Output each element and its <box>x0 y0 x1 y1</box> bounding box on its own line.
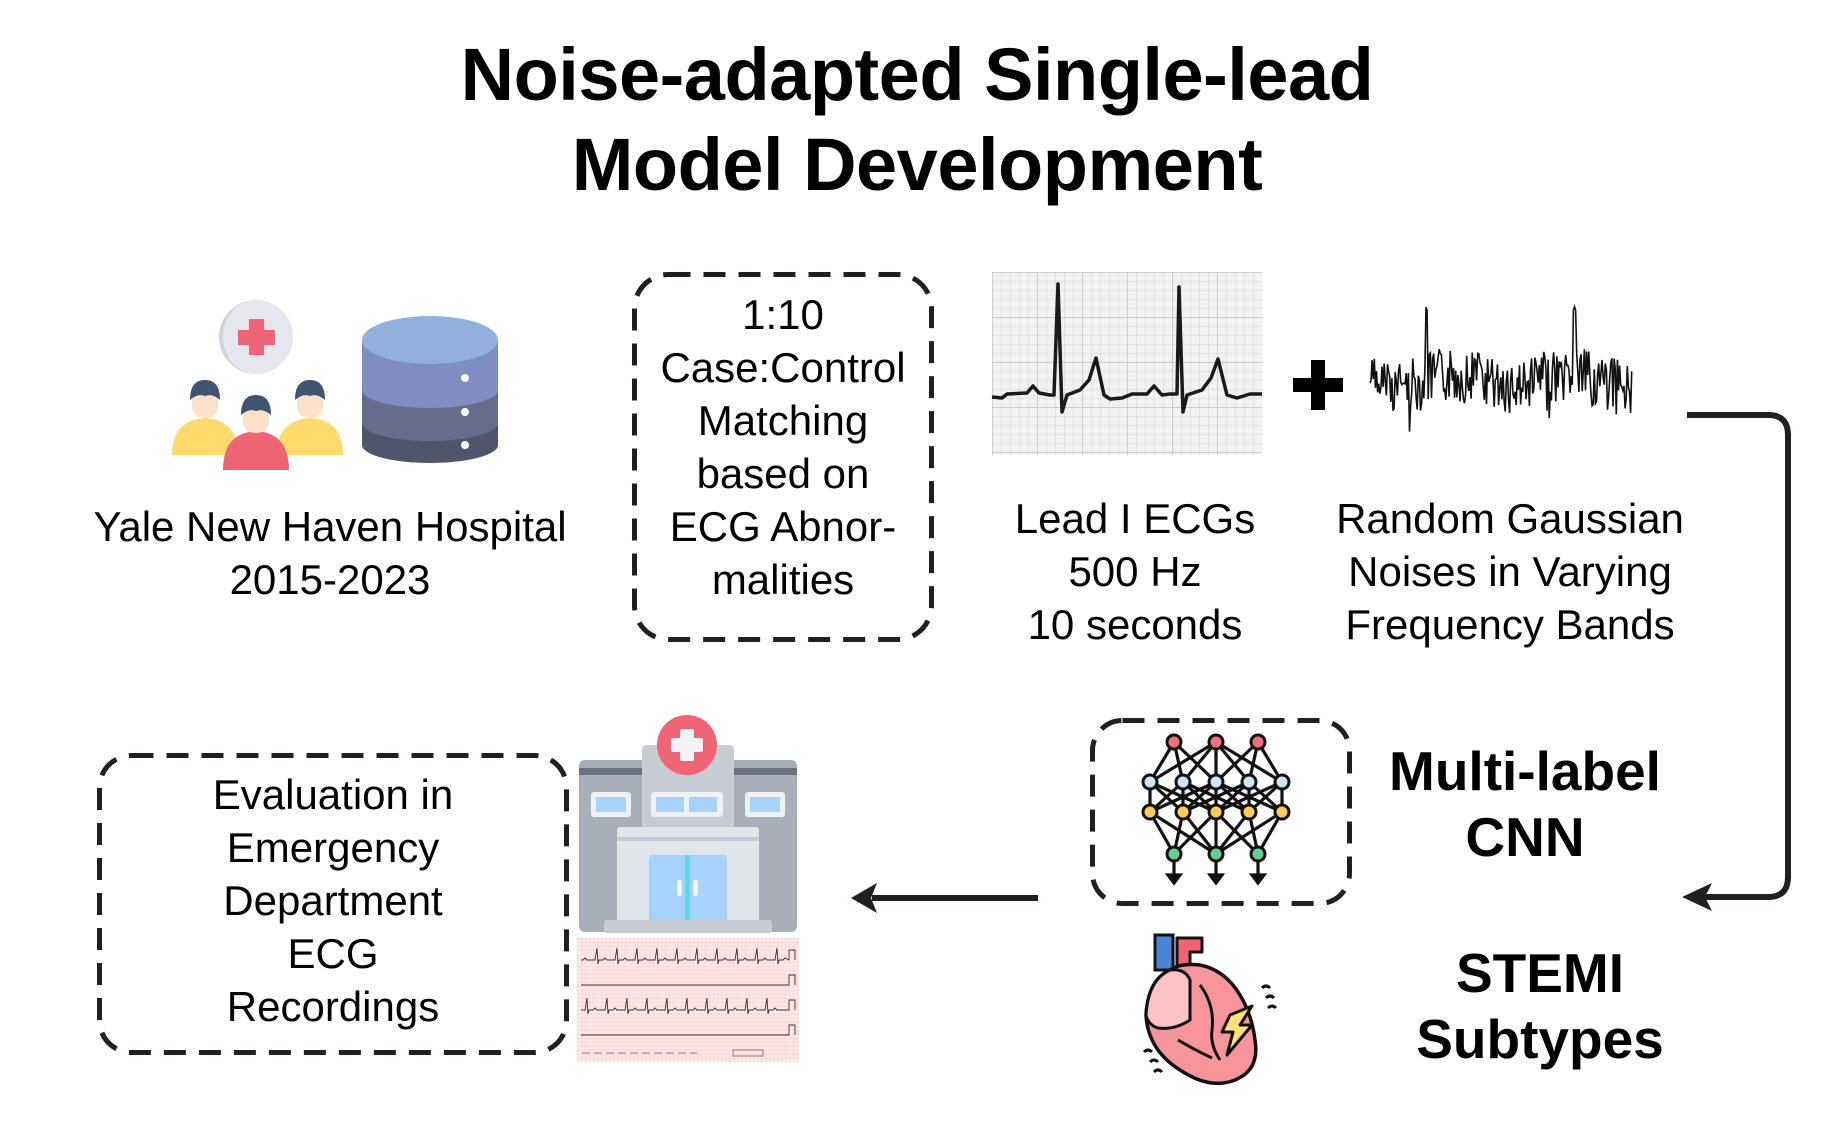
plus-icon <box>1293 360 1343 410</box>
evaluation-line: Evaluation in <box>212 771 454 818</box>
output-label-line-2: Subtypes <box>1416 1008 1664 1070</box>
nn-edge <box>1149 740 1217 784</box>
model-label-line-1: Multi-label <box>1389 740 1661 802</box>
nn-edge <box>1214 811 1251 855</box>
noise-line: Random Gaussian <box>1336 495 1684 542</box>
output-label: STEMI Subtypes <box>1380 940 1700 1072</box>
nn-node <box>1174 803 1192 821</box>
nn-node <box>1207 773 1225 791</box>
patient-left-icon <box>172 380 238 455</box>
nn-node <box>1207 733 1225 751</box>
single-lead-ecg-strip-icon <box>991 272 1262 455</box>
noise-trace <box>1369 304 1633 432</box>
nn-edge <box>1172 740 1218 784</box>
patients-hospital-database-icon <box>172 300 498 470</box>
nn-edge <box>1181 811 1218 855</box>
ecg-sampling-rate: 500 Hz <box>1068 548 1202 595</box>
matching-line: Matching <box>697 397 869 444</box>
nn-node <box>1240 803 1258 821</box>
nn-edge <box>1172 810 1218 856</box>
medical-cross-badge-icon <box>219 300 293 374</box>
nn-edge <box>1215 810 1283 856</box>
gaussian-noise-waveform-icon <box>1369 304 1633 432</box>
nn-edge <box>1215 780 1283 814</box>
nn-node <box>1207 845 1225 863</box>
noise-line: Frequency Bands <box>1345 601 1675 648</box>
nn-node <box>1141 773 1159 791</box>
matching-box-border <box>632 272 934 642</box>
nn-edge <box>1181 740 1218 784</box>
noise-input-label: Random Gaussian Noises in Varying Freque… <box>1310 492 1710 651</box>
nn-node <box>1174 773 1192 791</box>
model-label-line-2: CNN <box>1465 806 1585 868</box>
nn-node <box>1249 733 1267 751</box>
neural-network-icon <box>1141 733 1291 886</box>
hospital-building-icon <box>579 715 797 933</box>
model-box-border <box>1090 718 1352 906</box>
database-icon <box>362 316 498 463</box>
ecg-lead: Lead I ECGs <box>1014 495 1256 542</box>
nn-edge <box>1215 740 1283 784</box>
ecg-duration: 10 seconds <box>1027 601 1243 648</box>
nn-arrowhead-icon <box>1164 873 1184 886</box>
arrowhead-icon <box>1682 883 1712 911</box>
ecg-lead-trace <box>581 947 796 965</box>
nn-node <box>1141 803 1159 821</box>
nn-edge <box>1214 740 1260 784</box>
nn-node <box>1165 845 1183 863</box>
evaluation-line: Department <box>223 877 443 924</box>
nn-edge <box>1214 740 1251 784</box>
arrowhead-icon <box>851 883 877 913</box>
nn-node <box>1273 773 1291 791</box>
ecg-lead-trace <box>581 1024 796 1036</box>
matching-line: 1:10 <box>742 291 824 338</box>
nn-node <box>1273 803 1291 821</box>
matching-line: ECG Abnor- <box>669 503 897 550</box>
nn-edge <box>1149 780 1217 814</box>
nn-edge <box>1182 780 1250 814</box>
evaluation-box: Evaluation in Emergency Department ECG R… <box>97 768 569 1033</box>
nn-node <box>1240 773 1258 791</box>
data-source-label: Yale New Haven Hospital 2015-2023 <box>60 500 600 606</box>
nn-arrowhead-icon <box>1248 873 1268 886</box>
nn-edge <box>1214 810 1260 856</box>
heart-attack-icon <box>1142 933 1278 1086</box>
patient-center-icon <box>223 395 289 470</box>
nn-arrowhead-icon <box>1206 873 1226 886</box>
date-range: 2015-2023 <box>229 556 431 603</box>
evaluation-box-border <box>97 753 569 1055</box>
patient-right-icon <box>277 380 343 455</box>
nn-node <box>1249 845 1267 863</box>
model-label: Multi-label CNN <box>1370 738 1680 870</box>
output-label-line-1: STEMI <box>1455 942 1625 1004</box>
title-line-1: Noise-adapted Single-lead <box>460 33 1374 116</box>
nn-node <box>1207 803 1225 821</box>
twelve-lead-ecg-printout-icon <box>577 938 799 1062</box>
ecg-input-label: Lead I ECGs 500 Hz 10 seconds <box>990 492 1280 651</box>
matching-line: Case:Control <box>660 344 906 391</box>
matching-box: 1:10 Case:Control Matching based on ECG … <box>632 288 934 606</box>
evaluation-line: Recordings <box>226 983 440 1030</box>
evaluation-line: ECG <box>287 930 379 977</box>
matching-line: based on <box>696 450 870 497</box>
diagram-title: Noise-adapted Single-lead Model Developm… <box>0 30 1834 210</box>
nn-node <box>1165 733 1183 751</box>
evaluation-line: Emergency <box>226 824 440 871</box>
ecg-trace <box>991 282 1262 414</box>
hospital-name: Yale New Haven Hospital <box>93 503 567 550</box>
ecg-lead-trace <box>581 997 796 1015</box>
nn-edge <box>1149 810 1217 856</box>
noise-line: Noises in Varying <box>1348 548 1672 595</box>
ecg-lead-trace <box>581 974 796 986</box>
matching-line: malities <box>711 556 855 603</box>
title-line-2: Model Development <box>571 123 1263 206</box>
